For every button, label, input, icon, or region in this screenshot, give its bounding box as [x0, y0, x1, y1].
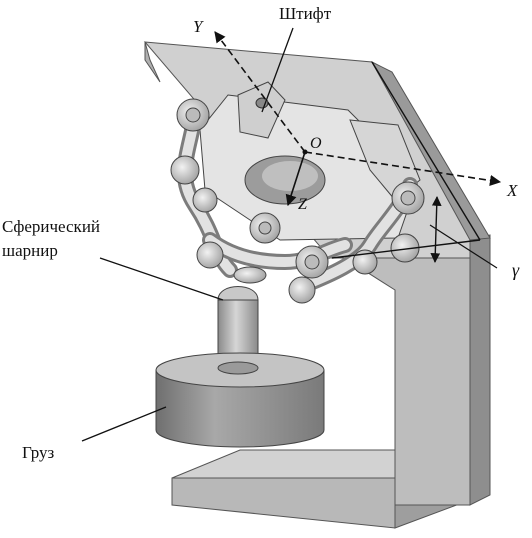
joint-icon: [192, 187, 218, 213]
moving-platform: [199, 81, 421, 241]
coordinate-axes: [214, 31, 502, 207]
joint-icon: [196, 241, 224, 269]
origin-point: [302, 149, 308, 155]
joint-icon: [233, 266, 267, 284]
y-axis-line: [214, 31, 306, 153]
spherical-joint-label-line2: шарнир: [2, 241, 58, 260]
joint-icon: [288, 276, 316, 304]
load-label: Груз: [22, 443, 55, 462]
y-axis-label: Y: [193, 17, 204, 36]
pin-label: Штифт: [279, 4, 332, 23]
pin-leader: [261, 27, 294, 113]
origin-label: O: [310, 135, 322, 152]
leader-lines: [81, 27, 294, 442]
z-axis-line: [285, 151, 306, 207]
pin-block: [237, 81, 286, 139]
load-cylinder: [155, 352, 325, 448]
angle-gamma: [331, 61, 498, 269]
x-axis-label: X: [506, 181, 518, 200]
z-axis-label: Z: [298, 196, 308, 213]
parallel-legs: [170, 98, 425, 304]
spherical-joint-label-line1: Сферический: [2, 217, 100, 236]
spherical-joint-leader: [99, 257, 224, 301]
joint-icon: [170, 155, 200, 185]
back-plate: [330, 234, 491, 506]
gamma-label: γ: [512, 260, 520, 280]
joint-icon: [352, 249, 378, 275]
load-leader: [81, 406, 167, 442]
